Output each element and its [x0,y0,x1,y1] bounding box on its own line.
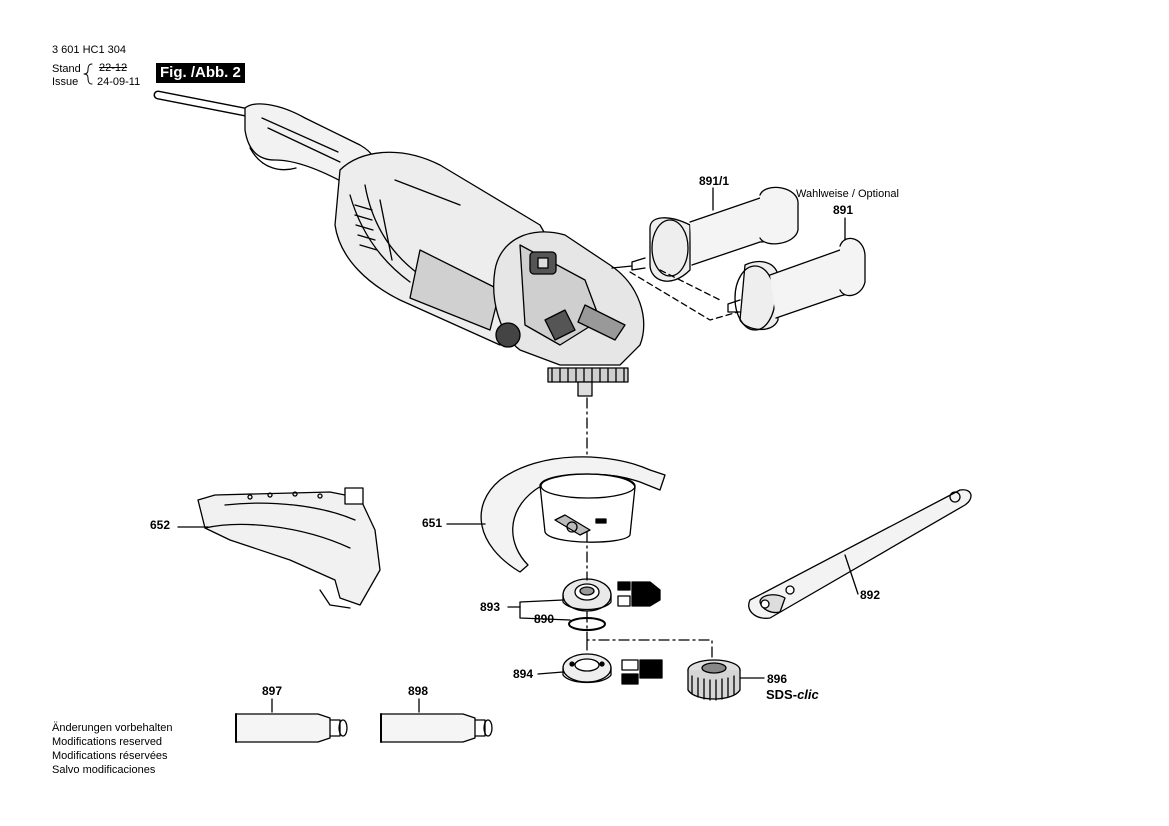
optional-note: Wahlweise / Optional [796,188,899,200]
grease-tube-897-drawing [235,713,348,743]
sds-clic-nut-896-drawing [687,659,741,701]
auxiliary-handle-891-1-drawing [611,186,799,282]
guard-651-drawing [480,456,666,573]
guard-652-drawing [197,487,381,609]
document-number: 3 601 HC1 304 [52,44,126,56]
stand-value: 22-12 [99,62,128,74]
auxiliary-handle-891-drawing [727,237,866,331]
part-label-890: 890 [534,612,555,626]
sds-clic-label: SDS-clic [766,687,819,702]
sds-clic-suffix: clic [797,687,819,702]
part-label-896: 896 [767,672,788,686]
footer-line-fr: Modifications réservées [52,750,168,762]
part-label-897: 897 [262,684,283,698]
two-pin-spanner-892-drawing [748,489,972,619]
sds-clic-prefix: SDS- [766,687,798,702]
issue-label: Issue [52,76,79,88]
part-label-651: 651 [422,516,443,530]
part-label-891: 891 [833,203,854,217]
part-label-893: 893 [480,600,501,614]
clamping-nut-894-drawing [562,653,612,684]
flange-893-drawing [562,578,612,612]
flange-section-icon [617,581,661,607]
nut-section-icon [621,659,663,685]
footer-line-en: Modifications reserved [52,736,163,748]
footer-notes: Änderungen vorbehalten Modifications res… [52,721,172,777]
part-label-892: 892 [860,588,881,602]
grease-tube-898-drawing [380,713,493,743]
angle-grinder-drawing [153,90,645,397]
stand-label: Stand [52,63,81,75]
part-label-898: 898 [408,684,429,698]
figure-label: Fig. /Abb. 2 [156,63,245,83]
footer-line-de: Änderungen vorbehalten [52,722,173,734]
footer-line-es: Salvo modificaciones [52,764,156,776]
part-label-652: 652 [150,518,171,532]
part-label-891-1: 891/1 [699,174,730,188]
part-label-894: 894 [513,667,534,681]
issue-value: 24-09-11 [97,76,141,88]
